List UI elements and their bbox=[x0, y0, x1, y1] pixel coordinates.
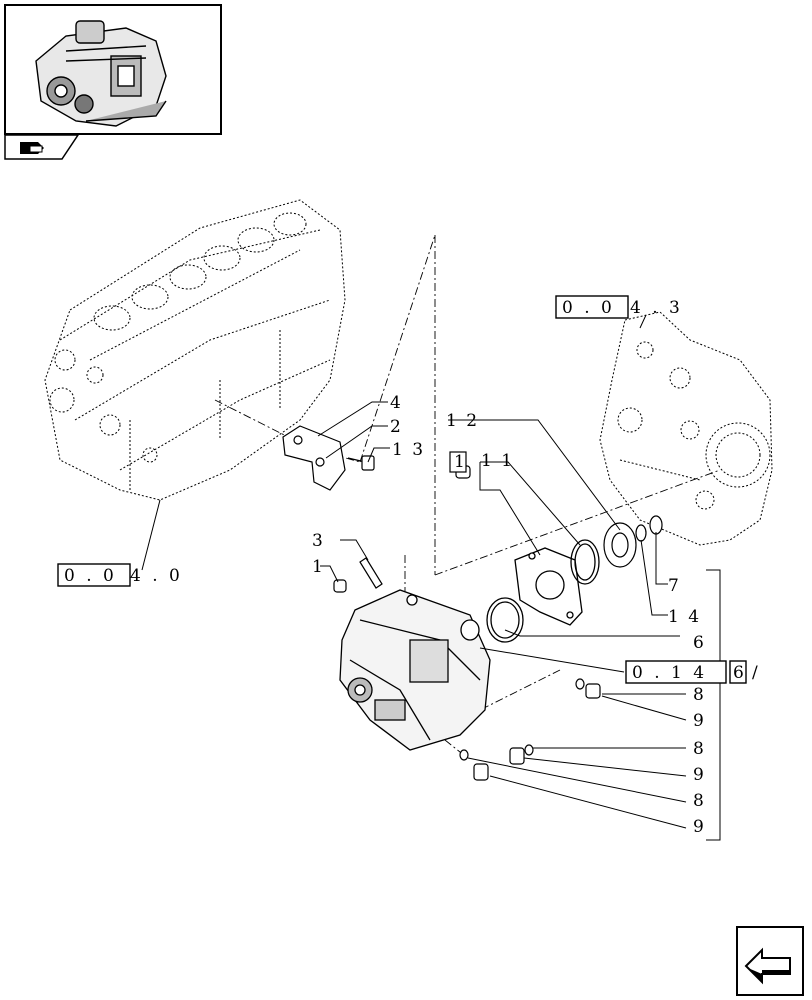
callout-9b: 9 bbox=[693, 765, 706, 785]
callout-2: 2 bbox=[390, 417, 403, 437]
callout-4: 4 bbox=[390, 393, 403, 413]
callout-7: 7 bbox=[668, 576, 681, 596]
reference-middle[interactable]: 0 . 1 4 6 / bbox=[625, 660, 761, 684]
callout-labels: 4 2 1 3 1 2 1 1 3 1 7 1 4 6 8 9 8 9 8 9 bbox=[312, 393, 706, 837]
callout-8c: 8 bbox=[693, 791, 706, 811]
seal-ring-part-11 bbox=[570, 539, 600, 585]
washer-part-7 bbox=[649, 515, 663, 535]
callout-9c: 9 bbox=[693, 817, 706, 837]
svg-text:4 . 3: 4 . 3 bbox=[630, 298, 683, 318]
callout-9a: 9 bbox=[693, 711, 706, 731]
nut-part-1 bbox=[333, 579, 347, 593]
book-arrow-icon bbox=[20, 142, 44, 154]
cylinder-bores bbox=[49, 212, 307, 463]
svg-text:0 . 0: 0 . 0 bbox=[562, 298, 615, 318]
callout-8b: 8 bbox=[693, 739, 706, 759]
callout-13: 1 3 bbox=[392, 440, 425, 460]
engine-thumbnail-icon bbox=[35, 20, 167, 127]
engine-block bbox=[44, 199, 346, 501]
gear-housing bbox=[599, 311, 773, 546]
reference-top-right[interactable]: 0 . 0 4 . 3 bbox=[555, 295, 683, 319]
svg-text:6: 6 bbox=[733, 663, 747, 683]
svg-text:0 . 0: 0 . 0 bbox=[64, 566, 117, 586]
callout-14: 1 4 bbox=[668, 607, 701, 627]
callout-12: 1 2 bbox=[446, 411, 479, 431]
fittings-8-9 bbox=[459, 678, 601, 781]
callout-box-1: 1 bbox=[449, 451, 467, 473]
leader-lines bbox=[141, 314, 721, 841]
callout-6: 6 bbox=[693, 633, 706, 653]
next-page-button[interactable] bbox=[736, 926, 804, 996]
bracket-part-4 bbox=[282, 425, 346, 491]
oring-part-6b bbox=[486, 597, 524, 643]
svg-text:4 . 0: 4 . 0 bbox=[130, 566, 183, 586]
svg-text:/: / bbox=[752, 663, 761, 683]
flange-part-6 bbox=[514, 547, 583, 626]
callout-11: 1 1 bbox=[481, 451, 514, 471]
callout-3: 3 bbox=[312, 531, 325, 551]
washer-part-14 bbox=[635, 524, 647, 542]
svg-text:1: 1 bbox=[454, 452, 467, 472]
callout-8a: 8 bbox=[693, 685, 706, 705]
reference-left[interactable]: 0 . 0 4 . 0 bbox=[57, 563, 183, 587]
stud-part-3 bbox=[359, 557, 383, 589]
engine-thumbnail[interactable] bbox=[4, 4, 222, 135]
callout-1a: 1 bbox=[312, 557, 325, 577]
svg-text:0 . 1 4: 0 . 1 4 bbox=[632, 663, 707, 683]
injection-pump bbox=[339, 589, 491, 751]
next-page-arrow-icon bbox=[744, 947, 791, 985]
book-arrow-tab[interactable] bbox=[4, 134, 80, 160]
gear-part-12 bbox=[603, 522, 637, 568]
bolt-part-13 bbox=[347, 455, 375, 471]
